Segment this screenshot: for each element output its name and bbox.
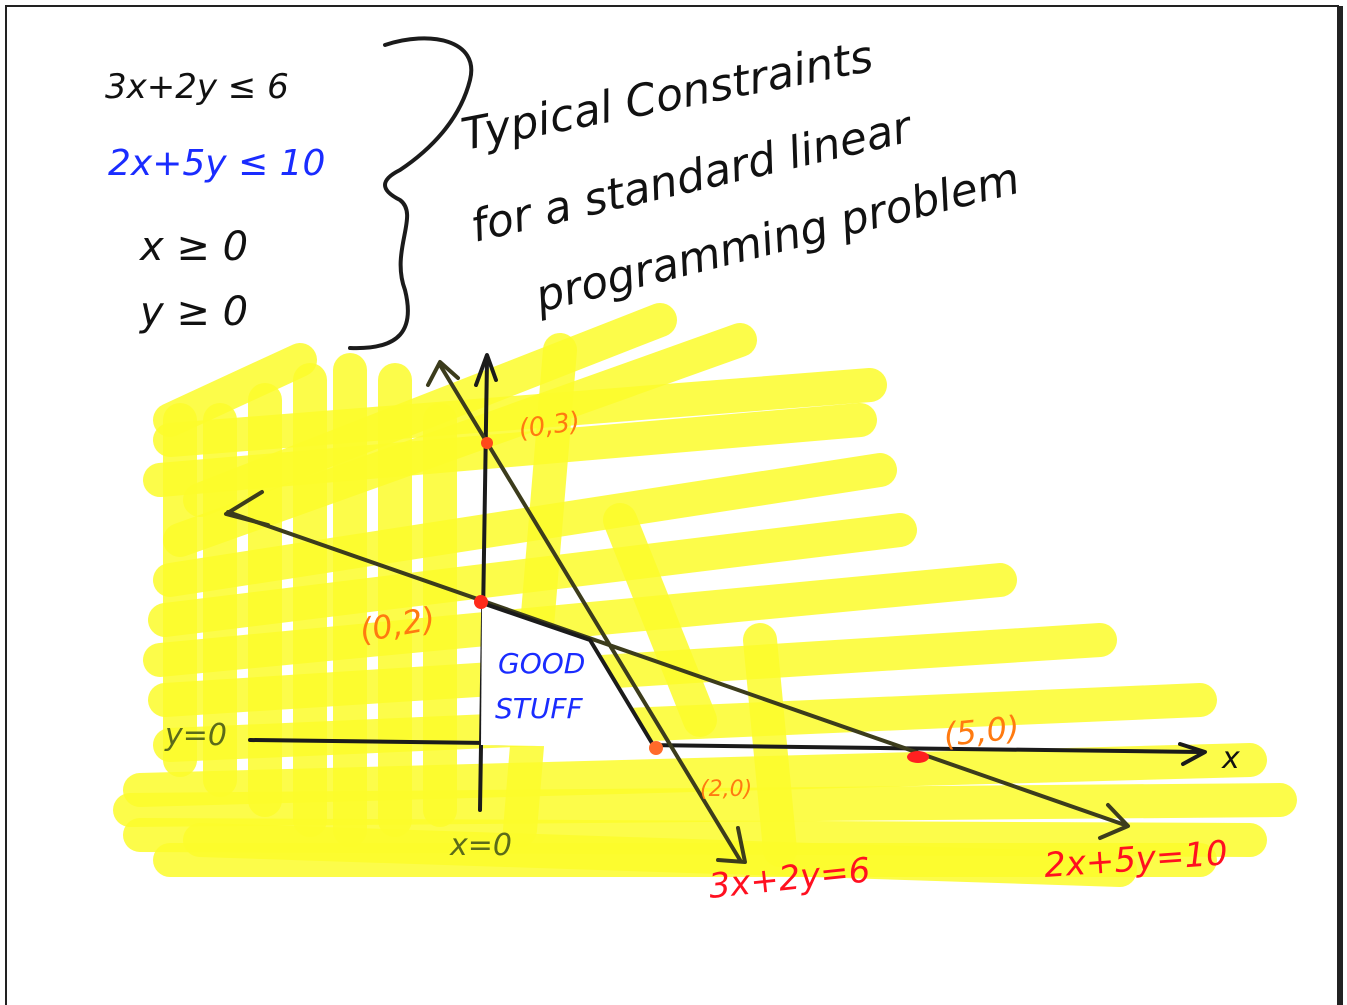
- line-2x-5y-10: [226, 510, 1127, 827]
- x-axis-arrowhead: [1178, 742, 1207, 766]
- x-axis: [248, 738, 1202, 754]
- feasible-region-edge: [480, 601, 657, 750]
- x-axis-label: x: [1221, 741, 1240, 776]
- point-0-2-dot: [474, 595, 488, 609]
- constraint-1: 3x+2y ≤ 6: [105, 67, 289, 107]
- y-axis-arrowhead: [474, 353, 498, 387]
- y-equals-0-label: y=0: [164, 718, 227, 753]
- point-0-3-dot: [481, 437, 493, 449]
- line1-arrowhead-bottom: [716, 826, 747, 864]
- curly-brace: [348, 36, 474, 351]
- point-2-0-label: (2,0): [700, 777, 752, 802]
- page-frame: [5, 5, 1339, 1005]
- x-equals-0-label: x=0: [449, 828, 512, 863]
- point-5-0-dot: [907, 751, 929, 763]
- region-label-line-1: GOOD: [498, 647, 585, 680]
- region-label-line-2: STUFF: [495, 692, 583, 725]
- feasible-region: [481, 603, 655, 748]
- line2-arrowhead-right: [1098, 803, 1130, 840]
- constraint-4: y ≥ 0: [139, 289, 248, 335]
- line1-arrowhead-top: [426, 360, 460, 387]
- constraint-3: x ≥ 0: [138, 224, 248, 270]
- point-2-0-dot: [649, 741, 663, 755]
- point-5-0-label: (5,0): [942, 708, 1021, 754]
- line2-arrowhead-left: [224, 490, 270, 527]
- constraint-2: 2x+5y ≤ 10: [108, 143, 325, 184]
